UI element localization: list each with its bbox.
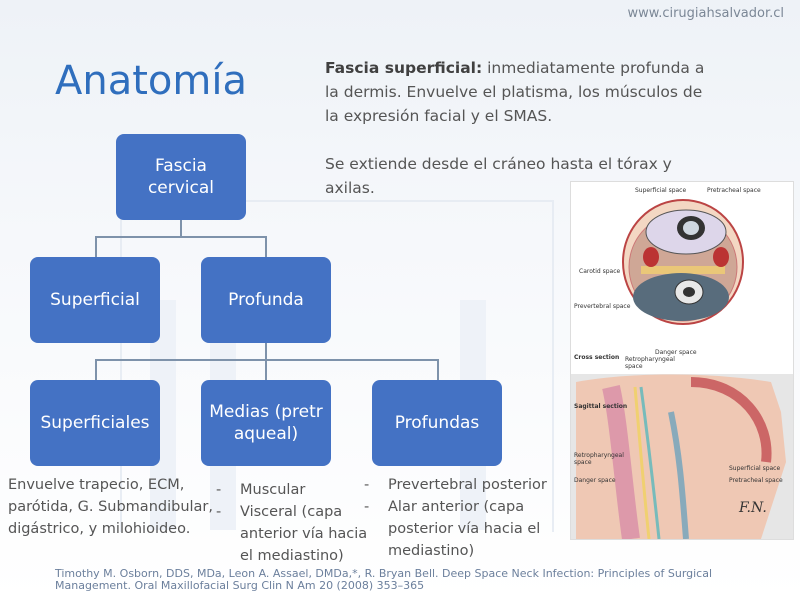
- label-superficial-space-bottom: Superficial space: [729, 465, 781, 472]
- connector: [265, 359, 267, 381]
- connector: [180, 220, 182, 237]
- note-medias-2: Visceral (capa anterior vía hacia el med…: [240, 504, 368, 564]
- note-medias-1: Muscular: [240, 482, 306, 498]
- note-superficiales-text: Envuelve trapecio, ECM, parótida, G. Sub…: [8, 477, 213, 537]
- description-paragraph-2: Se extiende desde el cráneo hasta el tór…: [325, 155, 672, 197]
- connector: [95, 236, 97, 258]
- reference-citation: Timothy M. Osborn, DDS, MDa, Leon A. Ass…: [55, 567, 713, 592]
- list-item: -Muscular: [216, 482, 306, 498]
- label-pretracheal-space-top: Pretracheal space: [707, 187, 761, 194]
- description-text-1: inmediatamente profunda a la dermis. Env…: [325, 59, 705, 125]
- svg-text:F.N.: F.N.: [738, 500, 767, 516]
- note-profundas-1: Prevertebral posterior: [388, 477, 547, 493]
- slide-title: Anatomía: [55, 58, 247, 104]
- background-building-arch: [120, 200, 554, 532]
- connector: [95, 236, 267, 238]
- list-item: -Prevertebral posterior: [364, 477, 547, 493]
- list-item: -Visceral (capa anterior vía hacia el me…: [216, 504, 368, 564]
- node-superficiales: Superficiales: [30, 380, 160, 466]
- node-superficial: Superficial: [30, 257, 160, 343]
- description: Fascia superficial: inmediatamente profu…: [325, 56, 705, 224]
- label-danger-space-bottom: Danger space: [574, 477, 616, 484]
- node-medias: Medias (pretraqueal): [201, 380, 331, 466]
- label-carotid-space: Carotid space: [579, 268, 621, 275]
- label-cross-section: Cross section: [574, 354, 620, 361]
- note-profundas-2: Alar anterior (capa posterior vía hacia …: [388, 499, 541, 559]
- list-item: -Alar anterior (capa posterior vía hacia…: [364, 499, 541, 559]
- connector: [95, 359, 97, 381]
- connector: [437, 359, 439, 381]
- label-pretracheal-space-bottom: Pretracheal space: [729, 477, 783, 484]
- label-danger-space-top: Danger space: [655, 349, 697, 356]
- label-retropharyngeal-space-top: Retropharyngeal space: [625, 356, 675, 370]
- note-medias: -Muscular -Visceral (capa anterior vía h…: [216, 479, 380, 567]
- node-profundas: Profundas: [372, 380, 502, 466]
- site-url: www.cirugiahsalvador.cl: [627, 6, 784, 21]
- connector: [265, 236, 267, 258]
- label-prevertebral-space: Prevertebral space: [574, 303, 631, 310]
- description-bold: Fascia superficial:: [325, 59, 483, 77]
- connector: [95, 359, 439, 361]
- node-fascia-cervical: Fascia cervical: [116, 134, 246, 220]
- connector: [265, 342, 267, 360]
- label-sagittal-section: Sagittal section: [574, 403, 628, 410]
- node-profunda: Profunda: [201, 257, 331, 343]
- label-retropharyngeal-space-bottom: Retropharyngeal space: [574, 452, 624, 466]
- anatomy-illustration: F.N.: [571, 199, 793, 541]
- anatomy-figure: F.N. Superficial space Pretracheal space…: [570, 181, 794, 541]
- note-superficiales: Envuelve trapecio, ECM, parótida, G. Sub…: [8, 474, 238, 540]
- note-profundas: -Prevertebral posterior -Alar anterior (…: [364, 474, 558, 562]
- description-paragraph-1: Fascia superficial: inmediatamente profu…: [325, 56, 705, 128]
- label-superficial-space-top: Superficial space: [635, 187, 687, 194]
